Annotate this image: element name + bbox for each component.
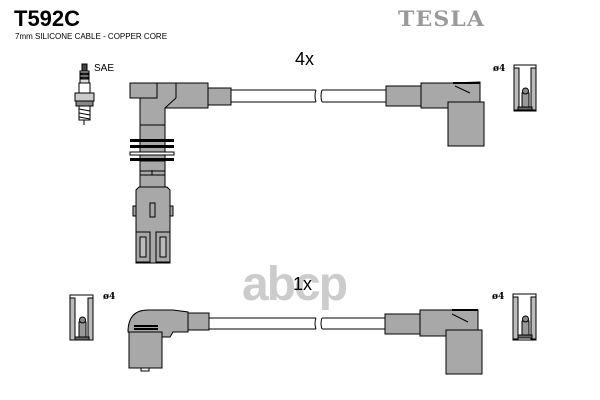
bottom-right-terminal-icon <box>512 293 537 341</box>
top-terminal-icon <box>513 64 537 112</box>
top-cable-wire <box>231 89 386 103</box>
top-terminal-diameter: ø4 <box>493 64 506 74</box>
top-cable-angled-boot <box>385 81 485 147</box>
top-cable-quantity: 4x <box>295 49 315 69</box>
spark-plug-type-label: SAE <box>94 63 115 74</box>
spark-plug-icon <box>74 63 95 125</box>
part-number: T592C <box>14 6 81 31</box>
cable-description: 7mm SILICONE CABLE - COPPER CORE <box>15 32 168 41</box>
bottom-cable-angled-boot-right <box>384 309 483 375</box>
top-cable-straight-boot <box>129 82 232 264</box>
bottom-cable-quantity: 1x <box>293 274 313 294</box>
bottom-cable-wire <box>209 317 385 330</box>
bottom-right-terminal-diameter: ø4 <box>492 292 505 302</box>
bottom-left-terminal-icon <box>69 294 94 341</box>
bottom-cable-angled-boot-left <box>127 309 210 372</box>
bottom-left-terminal-diameter: ø4 <box>103 292 116 302</box>
watermark: abcp <box>242 258 348 311</box>
brand-logo: TESLA <box>398 6 486 31</box>
